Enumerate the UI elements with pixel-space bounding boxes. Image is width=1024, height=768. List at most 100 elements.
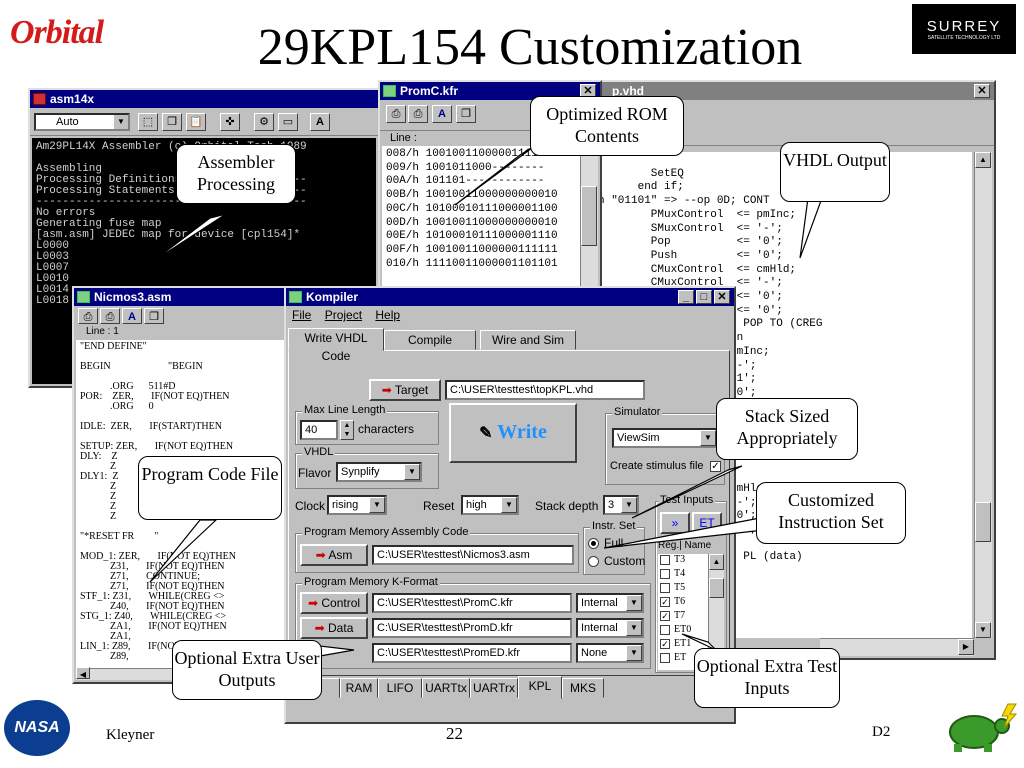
settings-icon[interactable]: ⚙ — [254, 113, 274, 131]
test-input-checkbox[interactable] — [660, 554, 670, 565]
control-mode-select[interactable]: Internal ▼ — [576, 593, 644, 613]
control-path-field[interactable]: C:\USER\testtest\PromC.kfr — [372, 593, 572, 613]
print-icon[interactable]: ⎙ — [386, 105, 406, 123]
chevron-down-icon[interactable]: ▼ — [114, 115, 128, 129]
chevron-down-icon[interactable]: ▼ — [626, 645, 642, 661]
test-input-checkbox[interactable] — [660, 582, 670, 593]
test-input-checkbox[interactable]: ✓ — [660, 596, 670, 607]
tab-wire-and-sim[interactable]: Wire and Sim — [480, 330, 576, 350]
test-input-checkbox[interactable]: ✓ — [660, 610, 670, 621]
test-input-row[interactable]: T4 — [660, 568, 685, 582]
kompiler-titlebar[interactable]: Kompiler _ □ ✕ — [286, 288, 734, 306]
tab-uartrx[interactable]: UARTrx — [470, 678, 518, 698]
ed-mode-select[interactable]: None ▼ — [576, 643, 644, 663]
test-inputs-scrollbar[interactable]: ▲ — [708, 554, 724, 670]
scroll-right-icon[interactable]: ▶ — [958, 639, 974, 655]
menu-help[interactable]: Help — [375, 308, 401, 322]
flavor-select[interactable]: Synplify ▼ — [336, 462, 422, 482]
asm14x-titlebar[interactable]: asm14x — [30, 90, 378, 108]
close-icon[interactable]: ✕ — [974, 84, 990, 98]
test-input-row[interactable]: ✓ET1 — [660, 638, 691, 652]
scroll-thumb[interactable] — [975, 502, 991, 542]
copy-icon[interactable]: ❐ — [456, 105, 476, 123]
minimize-icon[interactable]: _ — [678, 290, 694, 304]
tab-ram[interactable]: RAM — [340, 678, 378, 698]
print-icon[interactable]: ⎙ — [78, 308, 98, 324]
tab-write-vhdl[interactable]: Write VHDL Code — [288, 328, 384, 363]
max-line-length-field[interactable]: 40 — [300, 420, 338, 440]
maximize-icon[interactable]: □ — [696, 290, 712, 304]
scroll-thumb[interactable] — [581, 186, 597, 246]
chevron-down-icon[interactable]: ▼ — [404, 464, 420, 480]
target-icon[interactable]: ✜ — [220, 113, 240, 131]
scroll-thumb[interactable] — [709, 578, 724, 598]
mode-dropdown[interactable]: Auto ▼ — [34, 113, 130, 131]
test-input-checkbox[interactable] — [660, 624, 670, 635]
tab-uarttx[interactable]: UARTtx — [422, 678, 470, 698]
test-input-row[interactable]: ✓T6 — [660, 596, 685, 610]
chevron-down-icon[interactable]: ▼ — [369, 497, 385, 513]
target-path-field[interactable]: C:\USER\testtest\topKPL.vhd — [445, 380, 645, 400]
scroll-left-icon[interactable]: ◀ — [76, 667, 90, 679]
chevron-down-icon[interactable]: ▼ — [626, 595, 642, 611]
control-button[interactable]: ➡ Control — [300, 592, 368, 614]
vhdl-titlebar[interactable]: p.vhd ✕ — [590, 82, 994, 100]
chevron-down-icon[interactable]: ▼ — [621, 497, 637, 513]
menu-project[interactable]: Project — [324, 308, 363, 322]
tab-kpl[interactable]: KPL — [518, 676, 562, 699]
data-button[interactable]: ➡ Data — [300, 617, 368, 639]
scroll-up-icon[interactable]: ▲ — [709, 554, 724, 570]
scroll-down-icon[interactable]: ▼ — [975, 622, 991, 638]
test-input-row[interactable]: ET — [660, 652, 686, 666]
target-button[interactable]: ➡ Target — [369, 379, 441, 401]
select-icon[interactable]: ⬚ — [138, 113, 158, 131]
print-preview-icon[interactable]: ⎙ — [100, 308, 120, 324]
chevron-down-icon[interactable]: ▼ — [626, 620, 642, 636]
clock-select[interactable]: rising ▼ — [327, 495, 387, 515]
chevron-down-icon[interactable]: ▼ — [501, 497, 517, 513]
asm-button[interactable]: ➡ Asm — [300, 544, 368, 566]
font-icon[interactable]: A — [310, 113, 330, 131]
paste-icon[interactable]: 📋 — [186, 113, 206, 131]
expand-icon[interactable]: » — [660, 512, 690, 534]
create-stimulus-checkbox[interactable]: ✓ — [710, 461, 721, 472]
test-input-row[interactable]: ✓T7 — [660, 610, 685, 624]
test-input-row[interactable]: T3 — [660, 554, 685, 568]
test-input-checkbox[interactable]: ✓ — [660, 638, 670, 649]
window-icon[interactable]: ▭ — [278, 113, 298, 131]
copy-icon[interactable]: ❐ — [162, 113, 182, 131]
test-input-checkbox[interactable] — [660, 652, 670, 663]
test-input-row[interactable]: T5 — [660, 582, 685, 596]
print-preview-icon[interactable]: ⎙ — [408, 105, 428, 123]
copy-icon[interactable]: ❐ — [144, 308, 164, 324]
asm-path-field[interactable]: C:\USER\testtest\Nicmos3.asm — [372, 545, 574, 565]
promc-scrollbar[interactable] — [580, 146, 598, 298]
menu-file[interactable]: File — [292, 308, 312, 322]
ed-path-field[interactable]: C:\USER\testtest\PromED.kfr — [372, 643, 572, 663]
instr-full-radio[interactable] — [588, 538, 599, 549]
promc-titlebar[interactable]: PromC.kfr ✕ — [380, 82, 600, 100]
vhdl-hscrollbar[interactable]: ▶ — [820, 638, 974, 656]
scroll-up-icon[interactable]: ▲ — [975, 152, 991, 168]
stack-depth-select[interactable]: 3 ▼ — [603, 495, 639, 515]
spinner-icon[interactable]: ▲▼ — [340, 420, 354, 440]
data-path-field[interactable]: C:\USER\testtest\PromD.kfr — [372, 618, 572, 638]
tab-compile[interactable]: Compile — [384, 330, 476, 350]
close-icon[interactable]: ✕ — [714, 290, 730, 304]
create-stimulus-label: Create stimulus file — [610, 460, 704, 472]
write-button[interactable]: ✎ Write — [449, 403, 577, 463]
font-icon[interactable]: A — [122, 308, 142, 324]
font-icon[interactable]: A — [432, 105, 452, 123]
vhdl-scrollbar[interactable]: ▲ ▼ — [974, 152, 992, 638]
tab-lifo[interactable]: LIFO — [378, 678, 422, 698]
test-input-checkbox[interactable] — [660, 568, 670, 579]
instr-custom-radio[interactable] — [588, 556, 599, 567]
test-input-row[interactable]: ET0 — [660, 624, 691, 638]
tab-mks[interactable]: MKS — [562, 678, 604, 698]
reset-select[interactable]: high ▼ — [461, 495, 519, 515]
data-mode-select[interactable]: Internal ▼ — [576, 618, 644, 638]
nicmos-titlebar[interactable]: Nicmos3.asm — [74, 288, 294, 306]
chevron-down-icon[interactable]: ▼ — [700, 430, 716, 446]
